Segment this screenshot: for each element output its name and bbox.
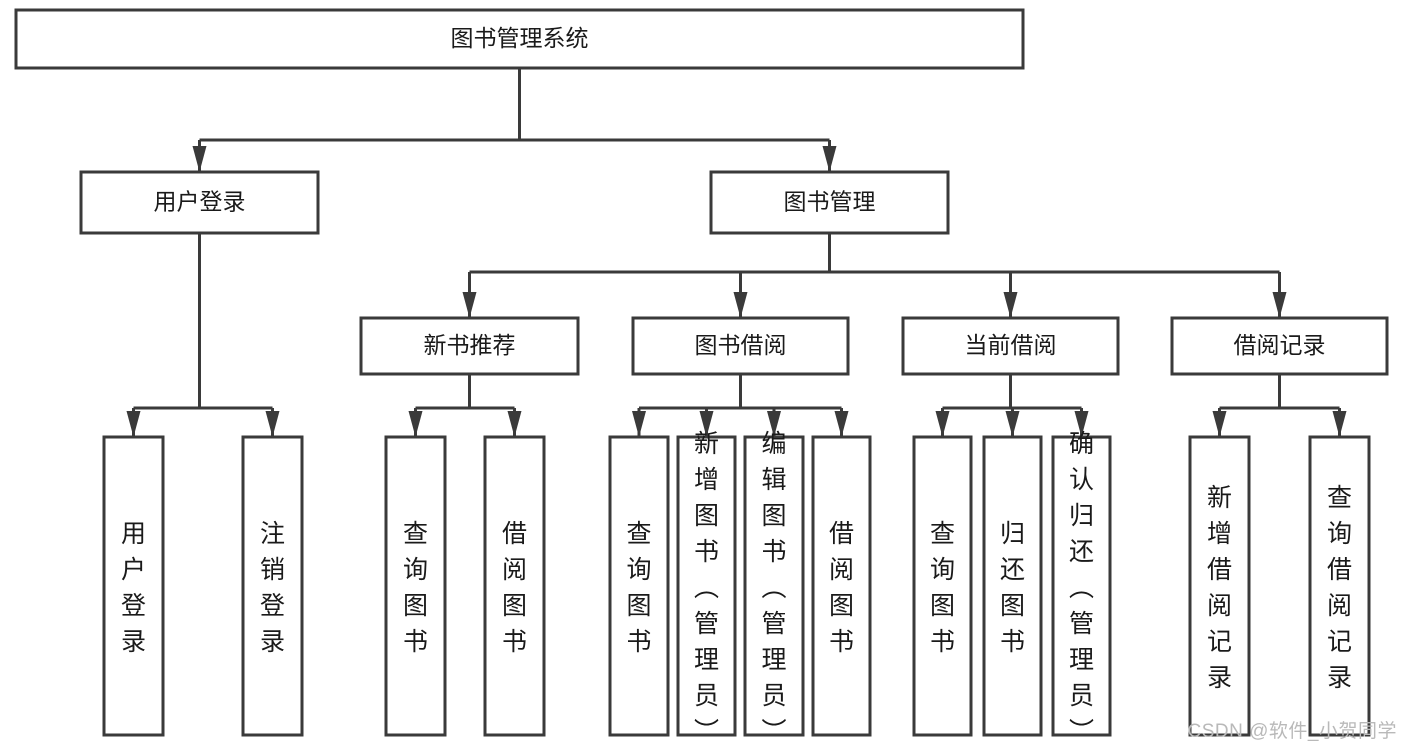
node-book-borrow-label: 图书借阅 [695, 332, 787, 358]
node-root-label: 图书管理系统 [451, 25, 589, 51]
arrow-head-icon [1272, 292, 1287, 318]
node-leaf-user-login-label: 用户登录 [121, 520, 146, 656]
node-new-book-rec-label: 新书推荐 [424, 332, 516, 358]
arrow-head-icon [1212, 411, 1227, 437]
node-leaf-user-login[interactable]: 用户登录 [102, 435, 165, 737]
node-leaf-query-book-cur-label: 查询图书 [930, 520, 955, 656]
node-leaf-query-book-borrow-label: 查询图书 [626, 520, 651, 656]
node-leaf-return-book[interactable]: 归还图书 [982, 435, 1043, 737]
node-leaf-logout-box [241, 435, 304, 737]
node-leaf-borrow-book-label: 借阅图书 [829, 520, 854, 656]
arrow-head-icon [935, 411, 950, 437]
node-book-borrow[interactable]: 图书借阅 [631, 316, 850, 376]
node-borrow-record[interactable]: 借阅记录 [1170, 316, 1389, 376]
node-new-book-rec[interactable]: 新书推荐 [359, 316, 580, 376]
node-leaf-add-record[interactable]: 新增借阅记录 [1188, 435, 1251, 737]
node-root[interactable]: 图书管理系统 [14, 8, 1025, 70]
node-borrow-record-label: 借阅记录 [1234, 332, 1326, 358]
node-current-borrow-label: 当前借阅 [965, 332, 1057, 358]
arrow-head-icon [408, 411, 423, 437]
arrow-head-icon [699, 411, 714, 437]
node-leaf-logout[interactable]: 注销登录 [241, 435, 304, 737]
node-leaf-confirm-return[interactable]: 确认归还︵管理员︶ [1051, 430, 1112, 746]
node-leaf-edit-book-box [743, 435, 805, 737]
node-current-borrow-box [901, 316, 1120, 376]
connectors-layer [126, 68, 1347, 437]
node-leaf-add-book-label: 新增图书︵管理员︶ [694, 430, 719, 746]
node-leaf-edit-book-label: 编辑图书︵管理员︶ [761, 430, 786, 746]
node-leaf-query-book-cur-box [912, 435, 973, 737]
node-leaf-query-book-rec[interactable]: 查询图书 [384, 435, 447, 737]
node-leaf-borrow-book-rec-box [483, 435, 546, 737]
node-borrow-record-box [1170, 316, 1389, 376]
arrow-head-icon [462, 292, 477, 318]
arrow-head-icon [1074, 411, 1089, 437]
node-root-box [14, 8, 1025, 70]
arrow-head-icon [733, 292, 748, 318]
arrow-head-icon [767, 411, 781, 437]
node-leaf-query-book-rec-box [384, 435, 447, 737]
node-leaf-confirm-return-box [1051, 435, 1112, 737]
arrow-head-icon [126, 411, 141, 437]
node-user-login-box [79, 170, 320, 235]
node-leaf-query-book-borrow-box [608, 435, 670, 737]
node-leaf-return-book-box [982, 435, 1043, 737]
arrow-head-icon [507, 411, 522, 437]
node-book-manage-box [709, 170, 950, 235]
node-book-manage[interactable]: 图书管理 [709, 170, 950, 235]
arrow-head-icon [1332, 411, 1347, 437]
node-leaf-borrow-book[interactable]: 借阅图书 [811, 435, 872, 737]
arrow-head-icon [834, 411, 849, 437]
arrow-head-icon [1005, 411, 1020, 437]
node-current-borrow[interactable]: 当前借阅 [901, 316, 1120, 376]
node-leaf-query-record[interactable]: 查询借阅记录 [1308, 435, 1371, 737]
node-leaf-add-record-box [1188, 435, 1251, 737]
node-leaf-query-record-label: 查询借阅记录 [1327, 484, 1352, 692]
node-leaf-query-book-cur[interactable]: 查询图书 [912, 435, 973, 737]
node-leaf-add-book[interactable]: 新增图书︵管理员︶ [676, 430, 737, 746]
arrow-head-icon [265, 411, 280, 437]
node-leaf-user-login-box [102, 435, 165, 737]
node-leaf-confirm-return-label: 确认归还︵管理员︶ [1069, 430, 1094, 746]
node-leaf-borrow-book-box [811, 435, 872, 737]
arrow-head-icon [192, 146, 207, 172]
node-leaf-query-book-rec-label: 查询图书 [403, 520, 428, 656]
arrow-head-icon [1003, 292, 1018, 318]
node-leaf-return-book-label: 归还图书 [1000, 520, 1025, 656]
node-leaf-borrow-book-rec[interactable]: 借阅图书 [483, 435, 546, 737]
node-leaf-edit-book[interactable]: 编辑图书︵管理员︶ [743, 430, 805, 746]
node-new-book-rec-box [359, 316, 580, 376]
node-user-login-label: 用户登录 [154, 189, 246, 215]
node-leaf-add-record-label: 新增借阅记录 [1207, 484, 1232, 692]
node-leaf-query-book-borrow[interactable]: 查询图书 [608, 435, 670, 737]
node-leaf-query-record-box [1308, 435, 1371, 737]
arrow-head-icon [632, 411, 646, 437]
arrow-head-icon [822, 146, 837, 172]
nodes-layer: 图书管理系统用户登录图书管理新书推荐图书借阅当前借阅借阅记录用户登录注销登录查询… [14, 8, 1389, 746]
node-leaf-borrow-book-rec-label: 借阅图书 [502, 520, 527, 656]
node-leaf-add-book-box [676, 435, 737, 737]
node-book-manage-label: 图书管理 [784, 189, 876, 215]
node-user-login[interactable]: 用户登录 [79, 170, 320, 235]
node-leaf-logout-label: 注销登录 [260, 520, 285, 656]
node-book-borrow-box [631, 316, 850, 376]
